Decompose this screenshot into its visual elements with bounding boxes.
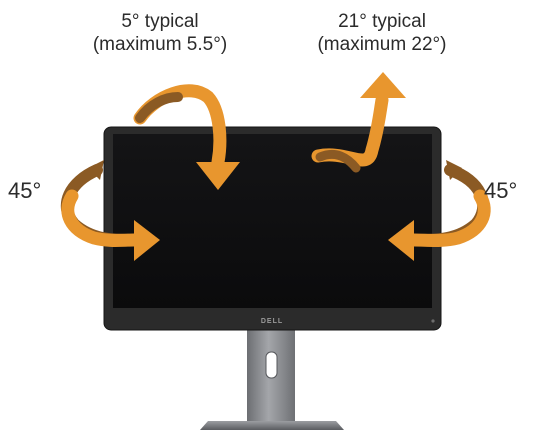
monitor-screen <box>113 134 432 308</box>
stand-base <box>200 421 344 430</box>
monitor: DELL <box>103 126 442 331</box>
swivel-left-label: 45° <box>8 178 42 203</box>
tilt-back-typical: 5° typical <box>121 11 199 32</box>
swivel-right-arrow <box>388 160 491 261</box>
tilt-forward-maximum: (maximum 22°) <box>317 34 447 55</box>
swivel-right-label: 45° <box>484 178 518 203</box>
swivel-left-arrow <box>60 160 160 261</box>
tilt-forward-arrow <box>311 72 406 173</box>
tilt-back-arrow <box>133 84 240 190</box>
monitor-stand <box>200 324 344 430</box>
tilt-forward-label: 21° typical (maximum 22°) <box>292 10 472 56</box>
power-indicator <box>431 319 435 323</box>
dell-logo: DELL <box>261 318 283 325</box>
tilt-back-maximum: (maximum 5.5°) <box>92 34 228 55</box>
stand-cable-slot <box>265 351 278 379</box>
tilt-forward-typical: 21° typical <box>338 11 426 32</box>
tilt-back-label: 5° typical (maximum 5.5°) <box>70 10 250 56</box>
